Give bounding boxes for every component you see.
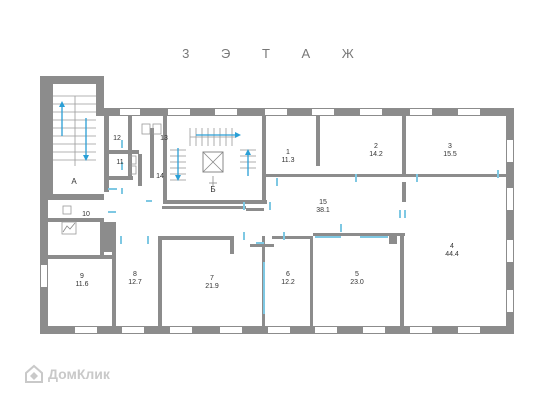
room-4-area: 44.4 <box>445 251 459 258</box>
room-6-area: 12.2 <box>281 279 295 286</box>
wall-left <box>40 76 48 334</box>
wall-top-a <box>40 76 104 84</box>
room-3-area: 15.5 <box>443 151 457 158</box>
room-1-num: 1 <box>286 149 290 156</box>
room-8-area: 12.7 <box>128 279 142 286</box>
room-1-area: 11.3 <box>281 157 294 164</box>
wall-right <box>506 108 514 334</box>
room-4-num: 4 <box>450 243 454 250</box>
room-labels: А Б 10 11 12 13 14 1 11.3 2 14.2 3 15.5 … <box>71 135 459 290</box>
wall-top <box>96 108 514 116</box>
windows <box>41 109 513 333</box>
watermark: ДомКлик <box>24 364 110 384</box>
room-2-num: 2 <box>374 143 378 150</box>
room-7-area: 21.9 <box>205 283 219 290</box>
room-15-area: 38.1 <box>316 207 330 214</box>
stairs-b-arrows <box>175 132 251 181</box>
room-9-area: 11.6 <box>75 281 88 288</box>
elevator-shaft-icon <box>202 151 224 186</box>
wall-a-inner <box>47 84 53 194</box>
domclick-logo-icon <box>25 364 43 383</box>
doors <box>108 140 499 314</box>
wall-a-right <box>96 76 104 110</box>
room-2-area: 14.2 <box>369 151 383 158</box>
floor-title: 3 Э Т А Ж <box>182 46 368 61</box>
zone-b-label: Б <box>210 185 215 194</box>
room-15-num: 15 <box>319 199 327 206</box>
interior-walls <box>47 84 506 326</box>
room-8-num: 8 <box>133 271 137 278</box>
room-3-num: 3 <box>448 143 452 150</box>
room-10-label: 10 <box>82 211 90 218</box>
zone-a-label: А <box>71 177 77 186</box>
room-11-label: 11 <box>116 159 123 166</box>
room-13-label: 13 <box>160 135 168 142</box>
room-9-num: 9 <box>80 273 84 280</box>
room-5-area: 23.0 <box>350 279 364 286</box>
sanitary-fixtures <box>61 123 162 235</box>
room-14-label: 14 <box>156 173 164 180</box>
room-7-num: 7 <box>210 275 214 282</box>
room-6-num: 6 <box>286 271 290 278</box>
room-5-num: 5 <box>355 271 359 278</box>
stairs-a <box>53 95 96 166</box>
room-12-label: 12 <box>113 135 121 142</box>
stairs-a-arrows <box>59 101 89 161</box>
watermark-text: ДомКлик <box>48 366 110 382</box>
